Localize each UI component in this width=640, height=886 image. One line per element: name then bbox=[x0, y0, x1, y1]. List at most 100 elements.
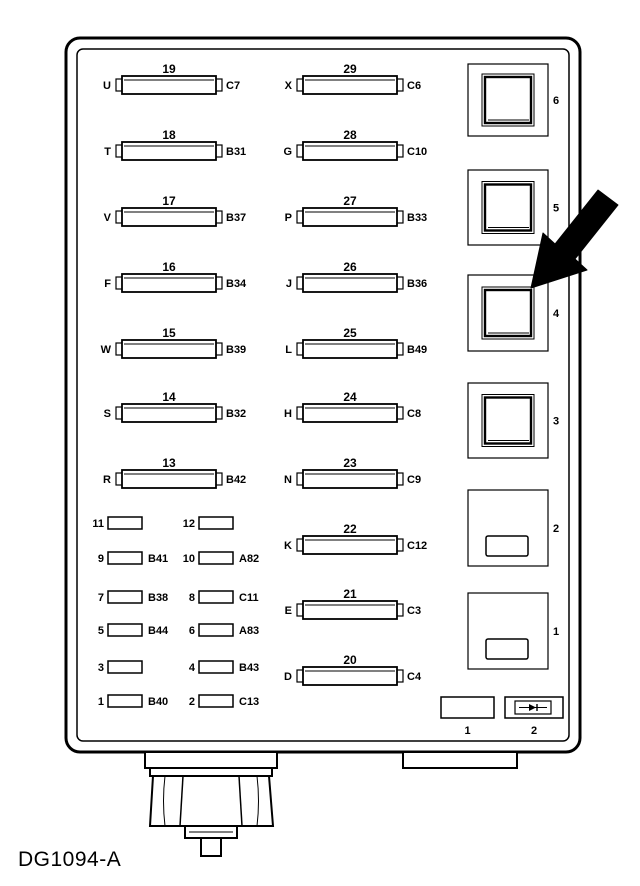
large-fuse-left-label: K bbox=[284, 540, 292, 552]
large-fuse-left-label: D bbox=[284, 671, 292, 683]
relay-4: 4 bbox=[467, 274, 560, 352]
small-fuse-label: C13 bbox=[239, 696, 259, 708]
relay-2: 2 bbox=[467, 489, 559, 567]
large-fuse-number: 29 bbox=[343, 62, 357, 76]
large-fuse-number: 22 bbox=[343, 522, 357, 536]
relay-6: 6 bbox=[467, 63, 559, 137]
small-fuse-number: 8 bbox=[189, 592, 195, 604]
relay-number: 6 bbox=[553, 95, 559, 107]
small-fuse-number: 12 bbox=[183, 518, 195, 530]
large-fuse-right-label: C7 bbox=[226, 80, 240, 92]
large-fuse-right-label: B42 bbox=[226, 474, 246, 486]
large-fuse-right-label: B34 bbox=[226, 278, 247, 290]
small-fuse-number: 1 bbox=[98, 696, 104, 708]
small-fuse-7: 7 B38 bbox=[98, 590, 168, 604]
large-fuse-number: 13 bbox=[162, 456, 176, 470]
large-fuse-number: 26 bbox=[343, 260, 357, 274]
large-fuse-number: 25 bbox=[343, 326, 357, 340]
bottom-component-number: 1 bbox=[464, 725, 470, 737]
large-fuse-right-label: B33 bbox=[407, 212, 427, 224]
large-fuse-17: 17V B37 bbox=[104, 194, 246, 227]
large-fuse-20: 20D C4 bbox=[284, 653, 422, 686]
bottom-mounting-tab-right bbox=[402, 751, 518, 769]
small-fuse-12: 12 bbox=[183, 516, 234, 530]
large-fuse-right-label: C10 bbox=[407, 146, 427, 158]
large-fuse-14: 14S B32 bbox=[104, 390, 246, 423]
large-fuse-left-label: V bbox=[104, 212, 112, 224]
large-fuse-left-label: H bbox=[284, 408, 292, 420]
large-fuse-right-label: C9 bbox=[407, 474, 421, 486]
large-fuse-left-label: L bbox=[285, 344, 292, 356]
small-fuse-8: 8 C11 bbox=[189, 590, 259, 604]
large-fuse-15: 15W B39 bbox=[101, 326, 246, 359]
small-fuse-3: 3 bbox=[98, 660, 143, 674]
small-fuse-label: A83 bbox=[239, 625, 259, 637]
large-fuse-left-label: J bbox=[286, 278, 292, 290]
relay-5: 5 bbox=[467, 169, 559, 246]
large-fuse-number: 17 bbox=[162, 194, 176, 208]
large-fuse-left-label: F bbox=[104, 278, 111, 290]
large-fuse-18: 18T B31 bbox=[104, 128, 246, 161]
large-fuse-number: 23 bbox=[343, 456, 357, 470]
small-fuse-label: A82 bbox=[239, 553, 259, 565]
large-fuse-right-label: B49 bbox=[407, 344, 427, 356]
bottom-component-2: 2 bbox=[504, 696, 564, 737]
large-fuse-right-label: C12 bbox=[407, 540, 427, 552]
large-fuse-left-label: P bbox=[285, 212, 292, 224]
large-fuse-left-label: G bbox=[283, 146, 292, 158]
large-fuse-28: 28G C10 bbox=[283, 128, 427, 161]
large-fuse-number: 18 bbox=[162, 128, 176, 142]
large-fuse-right-label: C8 bbox=[407, 408, 421, 420]
large-fuse-number: 14 bbox=[162, 390, 176, 404]
large-fuse-right-label: B37 bbox=[226, 212, 246, 224]
diode-icon bbox=[514, 700, 552, 715]
relay-number: 2 bbox=[553, 523, 559, 535]
large-fuse-left-label: X bbox=[285, 80, 293, 92]
bottom-mounting-tab-left bbox=[144, 751, 278, 769]
large-fuse-number: 20 bbox=[343, 653, 357, 667]
mounting-stud bbox=[148, 767, 275, 857]
small-fuse-number: 9 bbox=[98, 553, 104, 565]
large-fuse-left-label: S bbox=[104, 408, 111, 420]
small-fuse-2: 2 C13 bbox=[189, 694, 259, 708]
small-fuse-number: 5 bbox=[98, 625, 104, 637]
large-fuse-right-label: C6 bbox=[407, 80, 421, 92]
large-fuse-number: 27 bbox=[343, 194, 357, 208]
large-fuse-23: 23N C9 bbox=[284, 456, 421, 489]
large-fuse-left-label: W bbox=[101, 344, 112, 356]
large-fuse-right-label: C3 bbox=[407, 605, 421, 617]
large-fuse-22: 22K C12 bbox=[284, 522, 427, 555]
large-fuse-26: 26J B36 bbox=[286, 260, 427, 293]
large-fuse-right-label: B32 bbox=[226, 408, 246, 420]
relay-number: 3 bbox=[553, 416, 559, 428]
relay-3: 3 bbox=[467, 382, 559, 459]
large-fuse-29: 29X C6 bbox=[285, 62, 421, 95]
large-fuse-left-label: U bbox=[103, 80, 111, 92]
small-fuse-label: B38 bbox=[148, 592, 168, 604]
small-fuse-number: 2 bbox=[189, 696, 195, 708]
relay-number: 4 bbox=[553, 308, 560, 320]
large-fuse-left-label: T bbox=[104, 146, 111, 158]
large-fuse-number: 28 bbox=[343, 128, 357, 142]
large-fuse-left-label: N bbox=[284, 474, 292, 486]
large-fuse-right-label: B31 bbox=[226, 146, 246, 158]
large-fuse-right-label: C4 bbox=[407, 671, 422, 683]
large-fuse-right-label: B36 bbox=[407, 278, 427, 290]
large-fuse-right-label: B39 bbox=[226, 344, 246, 356]
large-fuse-number: 15 bbox=[162, 326, 176, 340]
small-fuse-label: B41 bbox=[148, 553, 168, 565]
small-fuse-label: C11 bbox=[239, 592, 259, 604]
small-fuse-label: B40 bbox=[148, 696, 168, 708]
diagram-caption: DG1094-A bbox=[18, 848, 122, 871]
small-fuse-number: 7 bbox=[98, 592, 104, 604]
indicator-arrow bbox=[530, 189, 619, 289]
bottom-component-number: 2 bbox=[531, 725, 537, 737]
small-fuse-1: 1 B40 bbox=[98, 694, 168, 708]
small-fuse-number: 6 bbox=[189, 625, 195, 637]
